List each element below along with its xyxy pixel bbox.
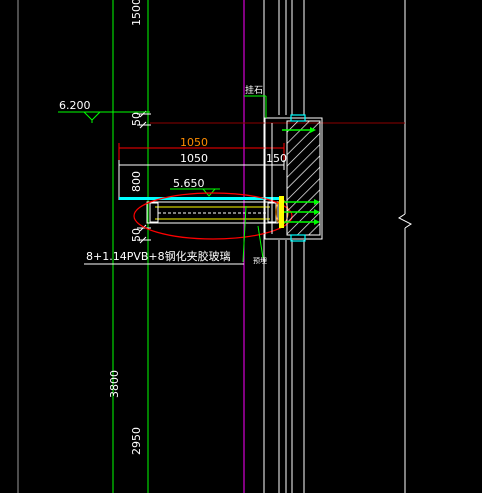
level-marker-upper: 6.200	[58, 99, 150, 123]
bracket-bottom	[290, 234, 306, 242]
level-marker-lower: 5.650	[170, 177, 220, 197]
stone-label: 挂石	[245, 84, 263, 96]
dim-800: 800	[130, 171, 143, 192]
glass-spec-label: 8+1.14PVB+8钢化夹胶玻璃	[86, 249, 231, 263]
anchor-arrow	[314, 209, 320, 215]
dim-1500: 1500	[130, 0, 143, 26]
glass-clamp-left	[149, 202, 159, 223]
dim-slash	[139, 121, 147, 129]
small-note-leader	[257, 225, 264, 259]
wall-stone-section: 挂石	[244, 84, 323, 242]
dim-3800: 3800	[108, 370, 121, 398]
break-symbol	[398, 213, 412, 229]
bracket-top	[290, 114, 306, 122]
width-dimension-red: 1050	[118, 136, 285, 160]
anchor-arrow	[314, 219, 320, 225]
vertical-dimension-ticks	[137, 110, 151, 244]
level-triangle	[83, 111, 101, 121]
level-triangle	[202, 188, 216, 197]
level-upper-text: 6.200	[59, 99, 91, 112]
anchor-bolts	[279, 127, 320, 228]
dim-slash	[139, 236, 147, 244]
anchor-arrow	[310, 127, 316, 133]
vertical-grid-lines	[17, 0, 412, 493]
stone-frame-outer	[264, 117, 323, 240]
dim-150-text: 150	[266, 152, 287, 165]
cyan-cap-plate	[119, 197, 284, 200]
width-dimension-white: 1050 150	[118, 152, 287, 200]
small-note-label: 预埋	[253, 256, 267, 265]
hatched-wall	[286, 120, 321, 236]
dim-50-upper: 50	[130, 112, 143, 126]
red-width-text: 1050	[180, 136, 208, 149]
white-width-text: 1050	[180, 152, 208, 165]
level-lower-text: 5.650	[173, 177, 205, 190]
dim-slash	[139, 224, 147, 232]
glass-leader	[242, 205, 247, 263]
dim-2950: 2950	[130, 427, 143, 455]
glass-section	[133, 192, 293, 240]
dim-50-lower: 50	[130, 228, 143, 242]
anchor-plate	[279, 196, 284, 228]
glass-outline	[146, 201, 279, 224]
anchor-arrow	[314, 199, 320, 205]
